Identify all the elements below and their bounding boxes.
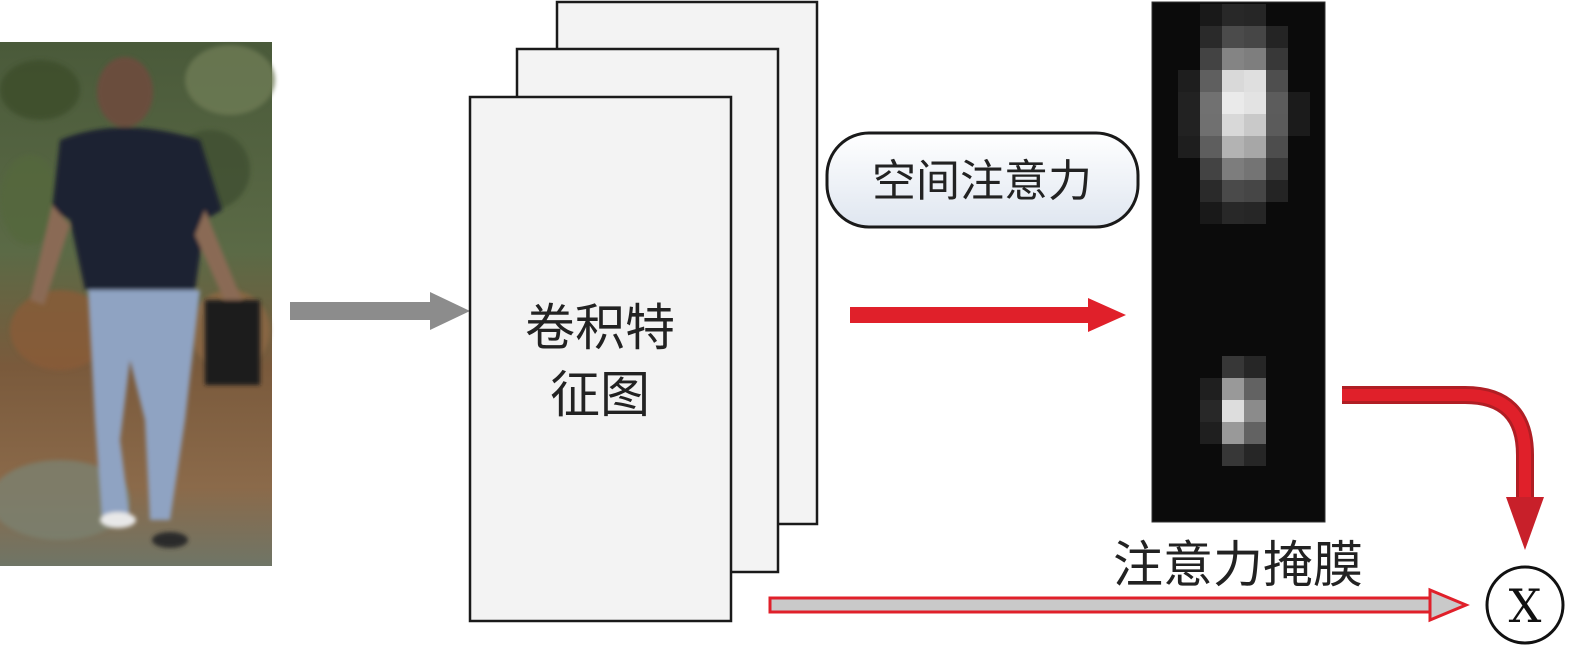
heatmap-cell — [1200, 422, 1222, 444]
heatmap-cell — [1222, 114, 1244, 136]
heatmap-cell — [1200, 114, 1222, 136]
spatial-attention-label: 空间注意力 — [872, 156, 1092, 207]
heatmap-cell — [1244, 202, 1266, 224]
heatmap-cell — [1244, 92, 1266, 114]
heatmap-cell — [1266, 92, 1288, 114]
skip-connection-arrow — [768, 587, 1470, 623]
heatmap-cell — [1266, 180, 1288, 202]
heatmap-cell — [1288, 92, 1310, 114]
heatmap-cell — [1178, 92, 1200, 114]
spatial-attention-box: 空间注意力 — [825, 131, 1140, 229]
heatmap-cell — [1222, 378, 1244, 400]
input-arrow — [290, 292, 470, 330]
heatmap-cell — [1222, 356, 1244, 378]
heatmap-cell — [1244, 180, 1266, 202]
heatmap-cell — [1222, 26, 1244, 48]
heatmap-cell — [1178, 114, 1200, 136]
heatmap-cell — [1178, 136, 1200, 158]
mask-curve-arrow — [1342, 386, 1544, 550]
heatmap-cell — [1244, 444, 1266, 466]
heatmap-cell — [1222, 70, 1244, 92]
heatmap-cell — [1266, 48, 1288, 70]
heatmap-cell — [1222, 4, 1244, 26]
feature-map-label-line1: 卷积特 — [525, 299, 675, 357]
feature-map-front — [468, 95, 733, 623]
heatmap-cell — [1200, 4, 1222, 26]
heatmap-cell — [1200, 92, 1222, 114]
feature-map-label-line2: 征图 — [550, 366, 650, 424]
heatmap-cell — [1200, 48, 1222, 70]
heatmap-cell — [1244, 48, 1266, 70]
feature-map-stack: 卷积特 征图 — [468, 0, 819, 623]
heatmap-cell — [1244, 400, 1266, 422]
heatmap-cell — [1222, 92, 1244, 114]
heatmap-cell — [1244, 158, 1266, 180]
heatmap-cell — [1244, 70, 1266, 92]
heatmap-cell — [1244, 4, 1266, 26]
multiply-symbol: X — [1509, 579, 1542, 633]
heatmap-cell — [1244, 114, 1266, 136]
heatmap-cell — [1266, 70, 1288, 92]
heatmap-cell — [1200, 158, 1222, 180]
heatmap-cell — [1200, 202, 1222, 224]
heatmap-cell — [1266, 158, 1288, 180]
heatmap-cell — [1200, 70, 1222, 92]
attention-mask-label: 注意力掩膜 — [1113, 536, 1363, 594]
heatmap-cell — [1266, 114, 1288, 136]
heatmap-cell — [1222, 422, 1244, 444]
attention-heatmap-image — [1151, 1, 1326, 523]
heatmap-cell — [1244, 26, 1266, 48]
heatmap-cell — [1222, 444, 1244, 466]
heatmap-cell — [1222, 180, 1244, 202]
heatmap-cell — [1222, 158, 1244, 180]
heatmap-cell — [1222, 202, 1244, 224]
heatmap-cell — [1200, 378, 1222, 400]
heatmap-cell — [1222, 136, 1244, 158]
heatmap-cell — [1200, 136, 1222, 158]
heatmap-cell — [1266, 136, 1288, 158]
heatmap-cell — [1200, 400, 1222, 422]
attention-arrow — [850, 298, 1126, 332]
heatmap-cell — [1266, 26, 1288, 48]
circled-multiply-icon: X — [1485, 565, 1565, 645]
person-walking-photo — [0, 42, 275, 566]
heatmap-cell — [1244, 136, 1266, 158]
heatmap-cell — [1244, 422, 1266, 444]
heatmap-cell — [1200, 180, 1222, 202]
heatmap-cell — [1200, 26, 1222, 48]
heatmap-cell — [1222, 48, 1244, 70]
heatmap-cell — [1244, 356, 1266, 378]
heatmap-cell — [1178, 70, 1200, 92]
heatmap-cell — [1244, 378, 1266, 400]
heatmap-cell — [1222, 400, 1244, 422]
heatmap-cells — [1178, 4, 1310, 466]
heatmap-cell — [1288, 114, 1310, 136]
